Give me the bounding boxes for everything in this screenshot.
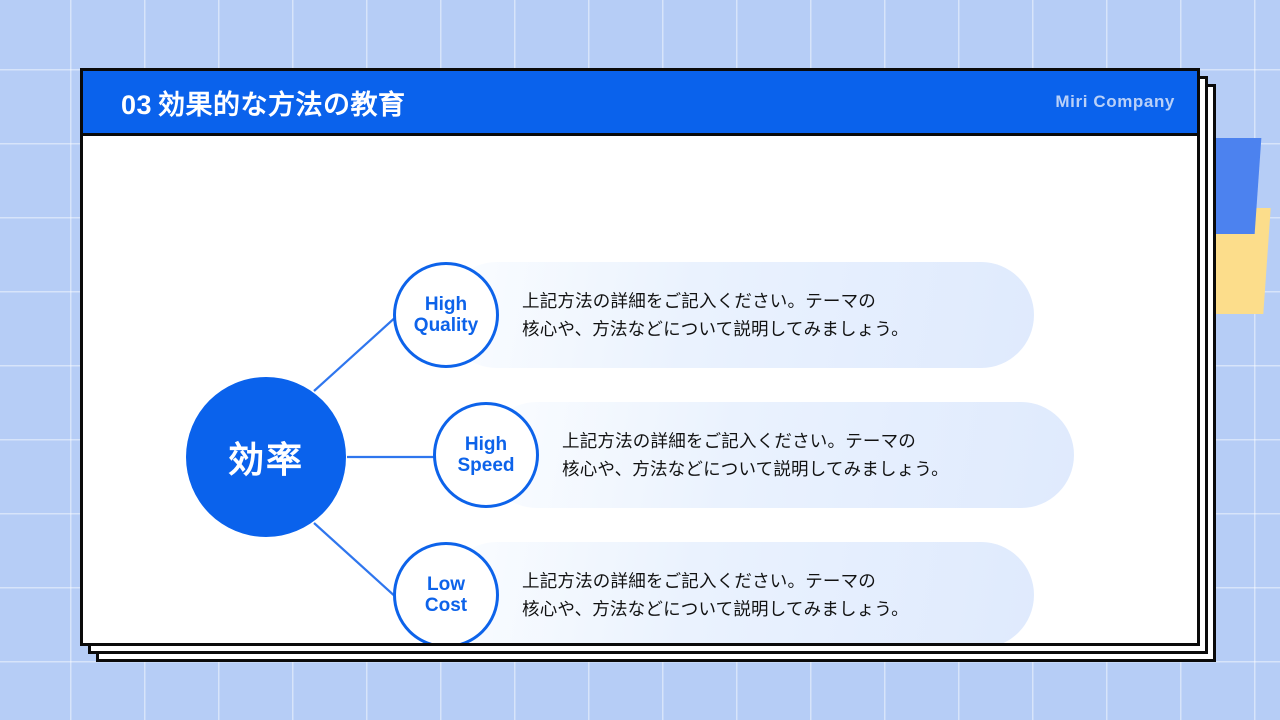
page-title-number: 03 xyxy=(121,89,153,120)
branch-row: High Speed 上記方法の詳細をご記入ください。テーマの 核心や、方法など… xyxy=(433,402,1074,508)
company-name: Miri Company xyxy=(1055,92,1175,111)
node-label-line1: High xyxy=(424,293,468,315)
node-circle-high-quality[interactable]: High Quality xyxy=(393,262,499,368)
description-text: 上記方法の詳細をご記入ください。テーマの 核心や、方法などについて説明してみまし… xyxy=(562,430,949,479)
node-circle-high-speed[interactable]: High Speed xyxy=(433,402,539,508)
slide-body: 効率 High Quality 上記方法の詳細をご記入ください。テーマの 核心や… xyxy=(83,136,1197,643)
description-text: 上記方法の詳細をご記入ください。テーマの 核心や、方法などについて説明してみまし… xyxy=(522,570,909,619)
branch-row: Low Cost 上記方法の詳細をご記入ください。テーマの 核心や、方法などにつ… xyxy=(393,542,1034,643)
node-label-line2: Speed xyxy=(457,455,515,476)
node-label-line2: Cost xyxy=(424,595,468,616)
node-label-line1: High xyxy=(464,433,508,455)
description-pill-high-quality: 上記方法の詳細をご記入ください。テーマの 核心や、方法などについて説明してみまし… xyxy=(444,262,1034,368)
node-label-line2: Quality xyxy=(413,315,479,336)
page-title-text: 効果的な方法の教育 xyxy=(158,89,406,120)
hub-circle[interactable]: 効率 xyxy=(186,377,346,537)
description-pill-low-cost: 上記方法の詳細をご記入ください。テーマの 核心や、方法などについて説明してみまし… xyxy=(444,542,1034,643)
node-label-line1: Low xyxy=(427,573,465,595)
branch-row: High Quality 上記方法の詳細をご記入ください。テーマの 核心や、方法… xyxy=(393,262,1034,368)
node-circle-low-cost[interactable]: Low Cost xyxy=(393,542,499,643)
description-text: 上記方法の詳細をご記入ください。テーマの 核心や、方法などについて説明してみまし… xyxy=(522,290,909,339)
description-pill-high-speed: 上記方法の詳細をご記入ください。テーマの 核心や、方法などについて説明してみまし… xyxy=(484,402,1074,508)
hub-label: 効率 xyxy=(227,439,304,480)
